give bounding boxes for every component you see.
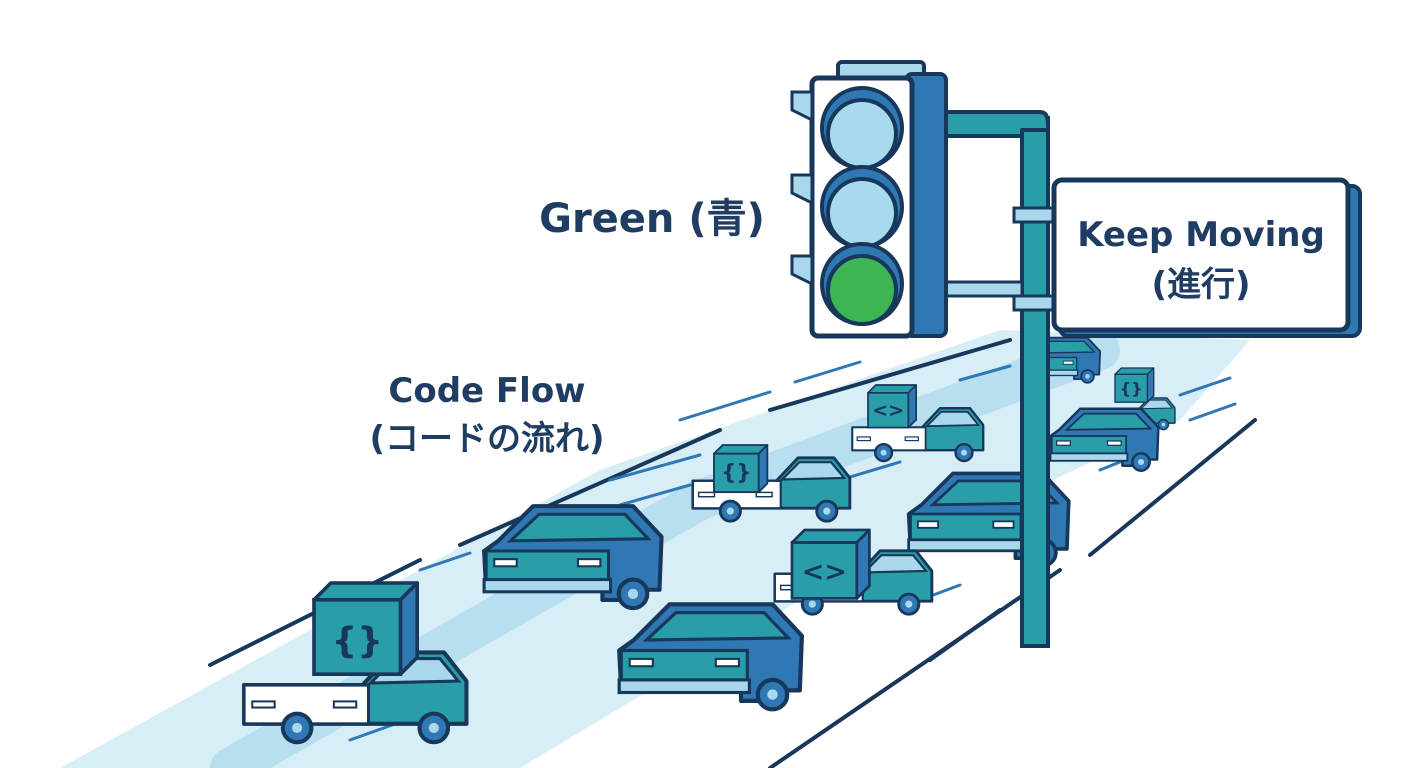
keep-moving-sign: Keep Moving (進行) [1051,177,1362,338]
lamp-middle [820,165,904,249]
traffic-light [790,60,948,339]
cargo-glyph-angles: <> [802,556,847,587]
signal-pole [924,110,1058,648]
cargo-glyph-braces: {} [332,621,383,662]
cargo-far-right: {} [1114,367,1155,403]
cargo-glyph-braces: {} [721,460,751,485]
cargo-glyph-braces: {} [1120,379,1143,398]
cargo-front: {} [312,581,420,677]
lamp-bottom-green [820,242,904,326]
code-flow-label-jp: (コードの流れ) [369,419,604,459]
sign-line-2: (進行) [1151,265,1250,305]
cargo-center: <> [790,528,871,600]
sign-line-1: Keep Moving [1077,215,1325,255]
cargo-mid: {} [713,444,769,494]
lamp-top [820,86,904,170]
code-flow-label: Code Flow [388,371,585,411]
signal-state-label: Green (青) [539,196,765,242]
cargo-mid-far: <> [867,384,917,429]
cargo-glyph-angles: <> [872,399,904,421]
speed-streaks [348,360,1237,742]
